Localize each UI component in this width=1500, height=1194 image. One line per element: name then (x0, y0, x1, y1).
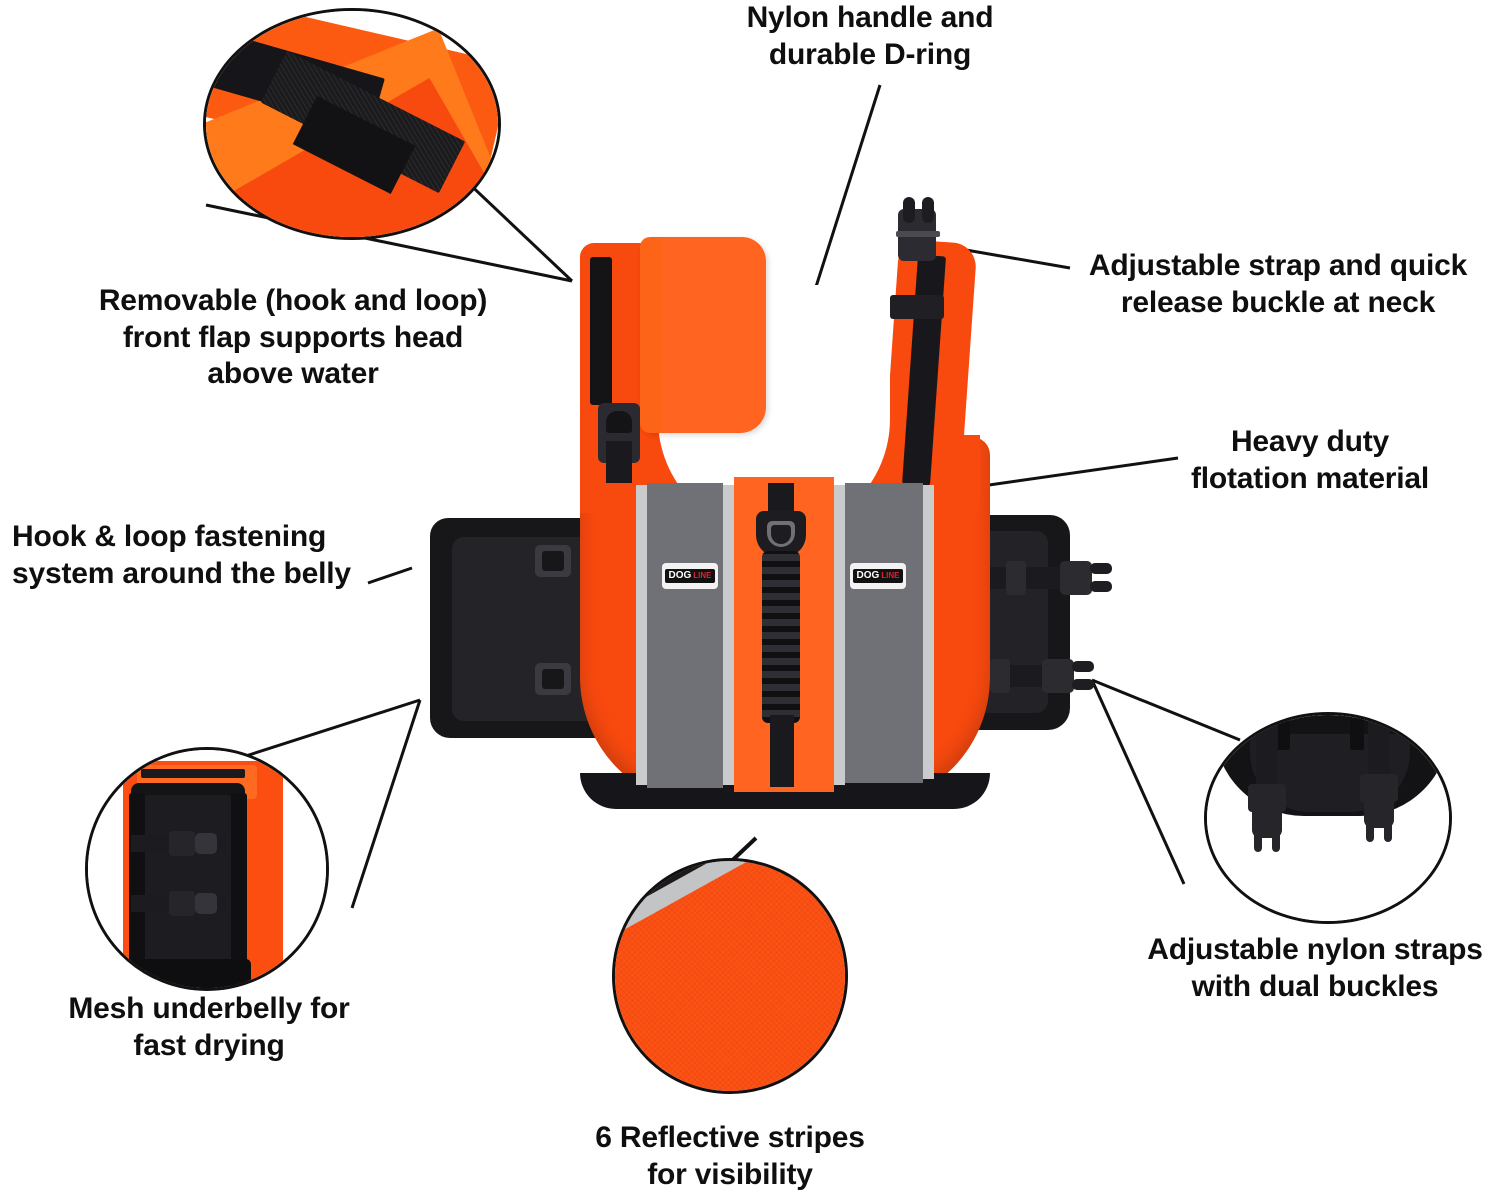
callout-neck-buckle: Adjustable strap and quick release buckl… (1088, 249, 1468, 319)
callout-front-flap: Removable (hook and loop) front flap sup… (98, 284, 488, 391)
right-buckle-lower (1042, 659, 1074, 693)
brand-label-left: DOG LINE (662, 563, 718, 589)
reflective-stripe-4 (923, 485, 934, 779)
hook-loop-flap-detail (203, 8, 501, 240)
right-buckle-upper (1060, 561, 1092, 595)
callout-belly-fastening: Hook & loop fastening system around the … (12, 520, 351, 590)
brand-text-line: LINE (881, 571, 900, 580)
callout-reflective-stripes: 6 Reflective stripes for visibility (595, 1121, 865, 1191)
handle-webbing-lower (770, 715, 794, 787)
callout-nylon-handle: Nylon handle and durable D-ring (746, 1, 994, 71)
neck-strap-keeper (890, 295, 944, 319)
callout-nylon-straps: Adjustable nylon straps with dual buckle… (1147, 933, 1483, 1003)
brand-label-right: DOG LINE (850, 563, 906, 589)
callout-mesh-underbelly: Mesh underbelly for fast drying (68, 992, 350, 1062)
reflective-stripe-1 (636, 485, 647, 785)
mesh-underbelly-detail (85, 747, 329, 991)
nylon-handle (762, 551, 800, 723)
reflective-stripe-3 (834, 485, 845, 785)
product-photo-life-vest: DOG LINE DOG LINE (430, 195, 1112, 825)
brand-text-line: LINE (693, 571, 712, 580)
grey-mesh-panel-left (647, 483, 723, 788)
callout-flotation-material: Heavy duty flotation material (1190, 425, 1430, 495)
dual-buckle-strap-detail (1204, 712, 1452, 924)
brand-text-dog: DOG (856, 570, 880, 581)
front-flap-fold (640, 237, 662, 433)
reflective-stripe-2 (723, 485, 734, 785)
grey-mesh-panel-right (845, 483, 923, 783)
hook-loop-strip (590, 257, 612, 405)
leader-mesh-lower (350, 699, 422, 909)
brand-text-dog: DOG (668, 570, 692, 581)
reflective-stripe-detail (612, 858, 848, 1094)
